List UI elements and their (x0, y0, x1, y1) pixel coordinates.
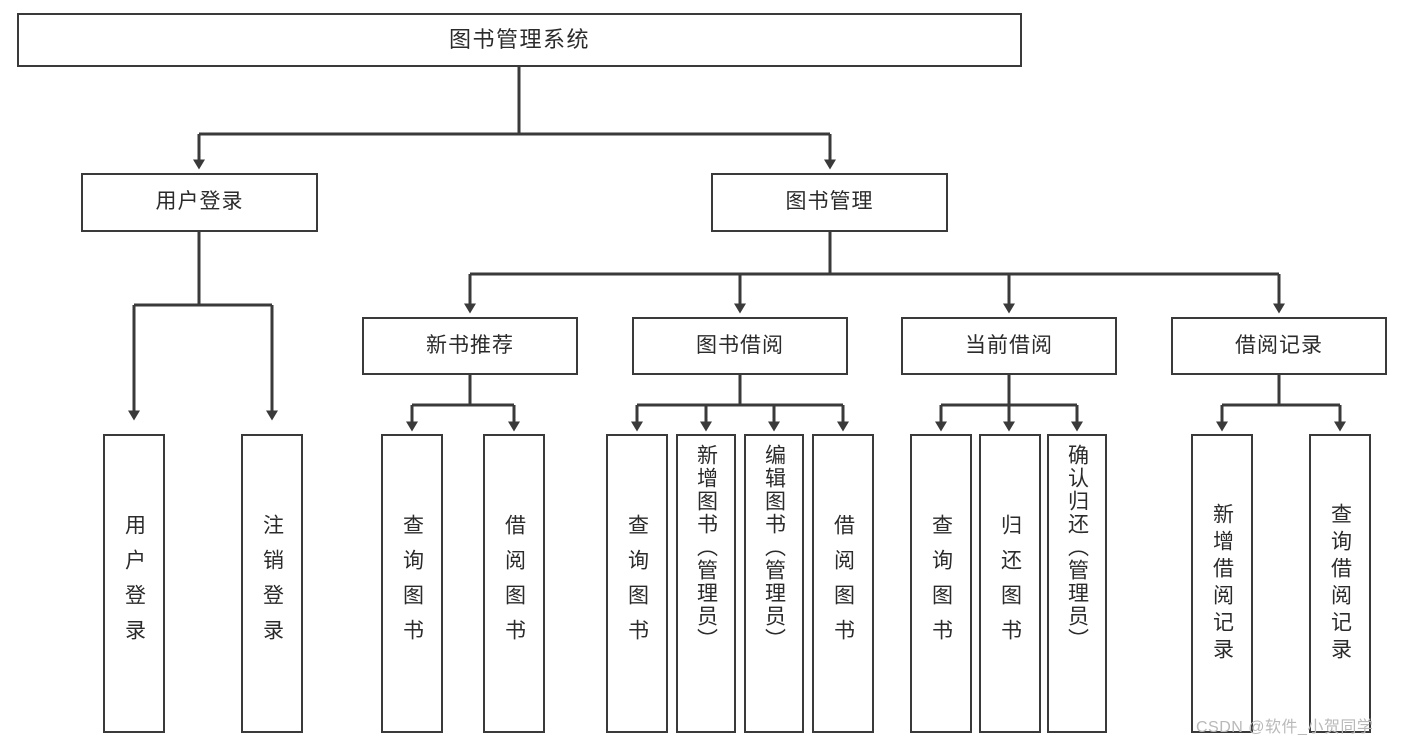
node-leaf-query-book-1[interactable]: 查询图书 (381, 434, 443, 733)
node-leaf-edit-book-admin[interactable]: 编辑图书（管理员） (744, 434, 804, 733)
node-leaf-query-borrow-record[interactable]: 查询借阅记录 (1309, 434, 1371, 733)
node-label: 注销登录 (260, 513, 284, 654)
node-leaf-query-book-3[interactable]: 查询图书 (910, 434, 972, 733)
node-leaf-add-book-admin[interactable]: 新增图书（管理员） (676, 434, 736, 733)
node-leaf-query-book-2[interactable]: 查询图书 (606, 434, 668, 733)
node-label: 用户登录 (155, 190, 244, 214)
node-current-borrow[interactable]: 当前借阅 (901, 317, 1117, 375)
node-borrow-record[interactable]: 借阅记录 (1171, 317, 1387, 375)
node-label: 查询图书 (929, 513, 953, 654)
node-user-login[interactable]: 用户登录 (81, 173, 318, 232)
node-root-system[interactable]: 图书管理系统 (17, 13, 1022, 67)
node-label: 查询图书 (400, 513, 424, 654)
node-leaf-logout-login[interactable]: 注销登录 (241, 434, 303, 733)
csdn-watermark: CSDN @软件_小贺同学 (1196, 719, 1374, 736)
node-label: 查询借阅记录 (1328, 502, 1352, 665)
node-label: 借阅图书 (831, 513, 855, 654)
node-label: 借阅记录 (1235, 333, 1323, 357)
node-new-book-recommend[interactable]: 新书推荐 (362, 317, 578, 375)
node-label: 新增借阅记录 (1210, 502, 1234, 665)
node-label: 查询图书 (625, 513, 649, 654)
node-leaf-add-borrow-record[interactable]: 新增借阅记录 (1191, 434, 1253, 733)
node-label: 新书推荐 (426, 333, 514, 357)
node-label: 图书管理 (785, 190, 874, 214)
node-label: 当前借阅 (965, 333, 1053, 357)
node-label: 图书管理系统 (448, 27, 590, 53)
node-label: 借阅图书 (502, 513, 526, 654)
node-label: 图书借阅 (696, 333, 784, 357)
node-leaf-borrow-book-1[interactable]: 借阅图书 (483, 434, 545, 733)
node-leaf-return-book[interactable]: 归还图书 (979, 434, 1041, 733)
node-leaf-borrow-book-2[interactable]: 借阅图书 (812, 434, 874, 733)
node-leaf-confirm-return-admin[interactable]: 确认归还（管理员） (1047, 434, 1107, 733)
node-book-manage[interactable]: 图书管理 (711, 173, 948, 232)
node-leaf-user-login[interactable]: 用户登录 (103, 434, 165, 733)
node-label: 确认归还（管理员） (1065, 444, 1089, 651)
node-label: 归还图书 (998, 513, 1022, 654)
node-label: 编辑图书（管理员） (762, 444, 786, 651)
node-label: 新增图书（管理员） (694, 444, 718, 651)
node-label: 用户登录 (122, 513, 146, 654)
node-book-borrow[interactable]: 图书借阅 (632, 317, 848, 375)
